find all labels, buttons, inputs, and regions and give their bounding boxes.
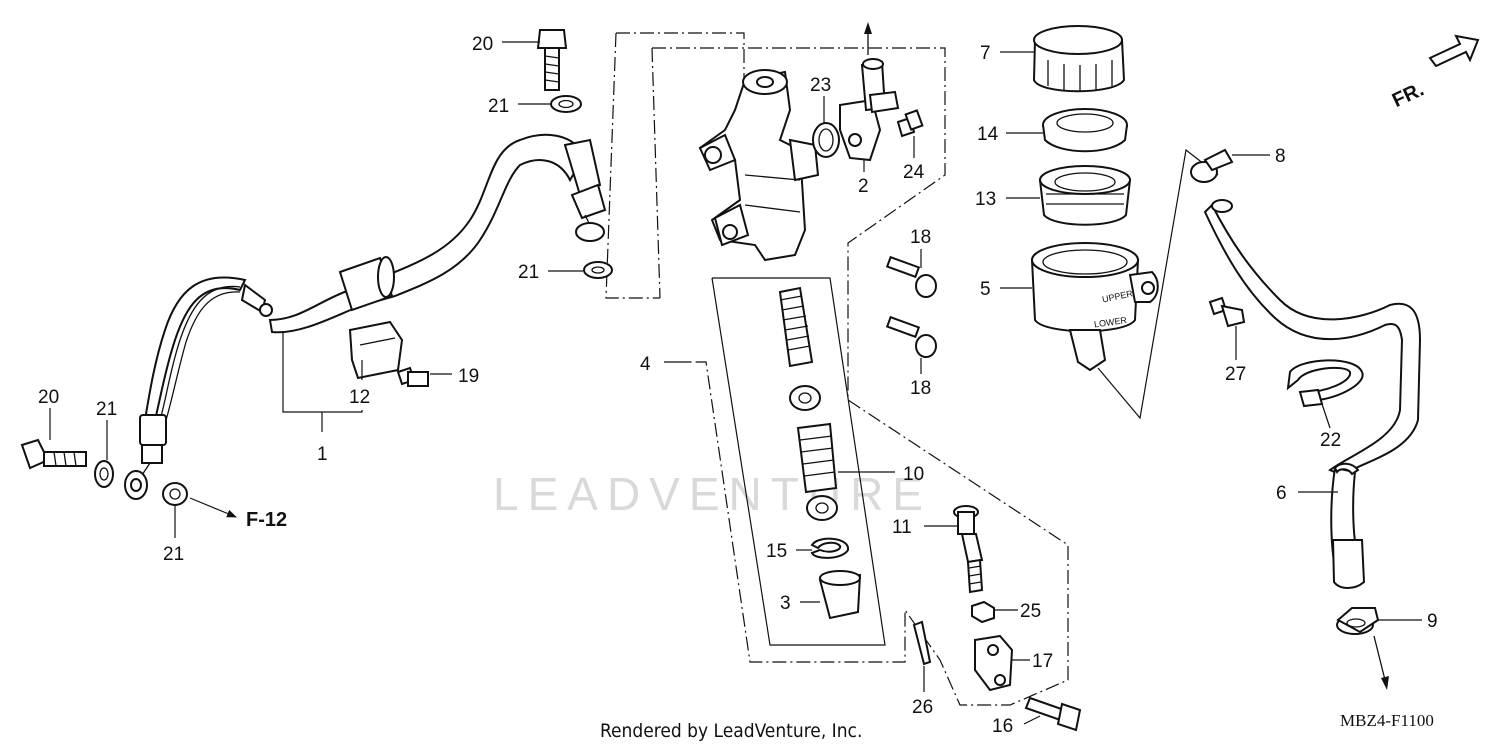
joint-17 bbox=[974, 634, 1014, 692]
bolt-19 bbox=[396, 366, 429, 387]
callout-19: 19 bbox=[458, 366, 479, 387]
brake-hose-assembly bbox=[124, 133, 607, 500]
callout-25: 25 bbox=[1020, 601, 1041, 622]
diaphragm-13 bbox=[1038, 165, 1132, 226]
pushrod-11 bbox=[953, 505, 984, 594]
plate-14 bbox=[1042, 108, 1128, 153]
callout-21-lower-a: 21 bbox=[96, 399, 117, 420]
callout-7: 7 bbox=[980, 43, 991, 64]
circlip-15 bbox=[810, 537, 849, 559]
bolt-24 bbox=[896, 109, 924, 138]
callout-20-upper: 20 bbox=[472, 34, 493, 55]
piston-set bbox=[778, 286, 838, 521]
callout-10: 10 bbox=[903, 464, 924, 485]
banjo-bolt-lower bbox=[20, 438, 87, 470]
pin-16 bbox=[1024, 696, 1082, 732]
clamp-band-22 bbox=[1286, 359, 1364, 408]
callout-16: 16 bbox=[992, 716, 1013, 737]
front-indicator-label: FR. bbox=[1389, 78, 1427, 112]
leader-lines bbox=[49, 41, 1422, 725]
hose-clip-8 bbox=[1190, 148, 1234, 183]
reservoir-lower-mark: LOWER bbox=[1093, 315, 1128, 330]
callout-1: 1 bbox=[317, 444, 328, 465]
callout-23: 23 bbox=[810, 75, 831, 96]
sealing-washer-upper bbox=[550, 95, 582, 113]
reservoir-hose-6 bbox=[1203, 199, 1422, 589]
callout-27: 27 bbox=[1225, 364, 1246, 385]
sealing-washer-middle bbox=[583, 261, 613, 279]
reservoir-cap-7 bbox=[1032, 25, 1126, 93]
callout-5: 5 bbox=[980, 279, 991, 300]
hose-clip-9 bbox=[1336, 607, 1389, 690]
callout-26: 26 bbox=[912, 697, 933, 718]
banjo-bolt-upper bbox=[536, 29, 568, 91]
callout-20-lower: 20 bbox=[38, 387, 59, 408]
callout-12: 12 bbox=[349, 387, 370, 408]
front-direction-indicator: FR. bbox=[1389, 34, 1480, 112]
hose-joint-2 bbox=[839, 22, 900, 162]
reference-f12: F-12 bbox=[246, 509, 287, 531]
diagram-code: MBZ4-F1100 bbox=[1340, 711, 1434, 730]
callout-17: 17 bbox=[1032, 651, 1053, 672]
callout-18-lower: 18 bbox=[910, 378, 931, 399]
callout-2: 2 bbox=[858, 176, 869, 197]
callout-8: 8 bbox=[1275, 146, 1286, 167]
callout-3: 3 bbox=[780, 593, 791, 614]
bolt-27 bbox=[1208, 296, 1246, 328]
nut-25 bbox=[971, 600, 995, 624]
callout-14: 14 bbox=[977, 124, 999, 145]
bolt-18-lower bbox=[885, 315, 937, 358]
sealing-washer-lower-b bbox=[162, 482, 188, 506]
callout-4: 4 bbox=[640, 354, 651, 375]
callout-18-upper: 18 bbox=[910, 227, 931, 248]
callout-15: 15 bbox=[766, 541, 787, 562]
render-credit: Rendered by LeadVenture, Inc. bbox=[600, 720, 862, 742]
o-ring-23 bbox=[812, 122, 840, 158]
watermark-text: LEADVENTURE bbox=[493, 468, 932, 520]
callout-9: 9 bbox=[1427, 611, 1438, 632]
reservoir-5: UPPER LOWER bbox=[1030, 242, 1159, 372]
master-cylinder-body bbox=[698, 69, 820, 262]
sealing-washer-lower-a bbox=[94, 460, 114, 488]
callout-24: 24 bbox=[903, 162, 925, 183]
callout-21-lower-b: 21 bbox=[163, 544, 184, 565]
callout-21-middle: 21 bbox=[518, 262, 539, 283]
cotter-pin-26 bbox=[912, 620, 932, 666]
boot-3 bbox=[818, 570, 862, 620]
callout-21-upper: 21 bbox=[488, 96, 509, 117]
bolt-18-upper bbox=[885, 255, 937, 298]
callout-numbers: 20 21 21 1 12 19 20 21 21 F-12 4 23 2 24… bbox=[38, 34, 1438, 737]
callout-6: 6 bbox=[1276, 483, 1287, 504]
callout-22: 22 bbox=[1320, 430, 1341, 451]
callout-11: 11 bbox=[892, 517, 912, 538]
callout-13: 13 bbox=[975, 189, 996, 210]
hose-clamp-12 bbox=[348, 320, 404, 380]
